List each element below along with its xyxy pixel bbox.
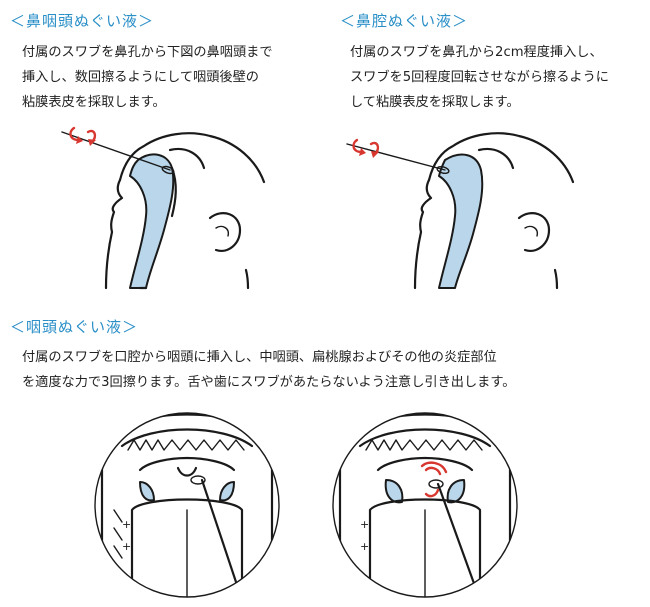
nasopharyngeal-heading: ＜鼻咽頭ぬぐい液＞ xyxy=(10,12,155,30)
instruction-line: 付属のスワブを鼻孔から2cm程度挿入し、 xyxy=(350,45,603,60)
pharyngeal-instructions: 付属のスワブを口腔から咽頭に挿入し、中咽頭、扁桃腺およびその他の炎症部位 を適度… xyxy=(22,345,515,395)
instruction-line: 粘膜表皮を採取します。 xyxy=(22,95,166,110)
nasal-cavity-heading: ＜鼻腔ぬぐい液＞ xyxy=(340,12,469,30)
instruction-line: を適度な力で3回擦ります。舌や歯にスワブがあたらないよう注意し引き出します。 xyxy=(22,375,516,390)
nasal-cavity-head-illustration xyxy=(346,132,575,290)
swab-icon xyxy=(436,482,482,597)
instruction-line: 付属のスワブを口腔から咽頭に挿入し、中咽頭、扁桃腺およびその他の炎症部位 xyxy=(22,350,497,365)
instruction-line: 挿入し、数回擦るようにして咽頭後壁の xyxy=(22,70,259,85)
head-outline xyxy=(427,132,575,184)
open-mouth-illustration-left: + + xyxy=(94,412,280,598)
swab-icon xyxy=(346,143,446,171)
pharyngeal-heading: ＜咽頭ぬぐい液＞ xyxy=(10,318,139,336)
nasal-cavity-instructions: 付属のスワブを鼻孔から2cm程度挿入し、 スワブを5回程度回転させながら擦るよう… xyxy=(350,40,609,115)
ear-icon xyxy=(517,212,551,252)
open-mouth-illustration-right: + + xyxy=(332,412,518,598)
rotation-arrow-icon xyxy=(69,126,97,146)
instruction-line: スワブを5回程度回転させながら擦るように xyxy=(350,70,609,85)
swab-rub-motion-icon xyxy=(420,461,448,498)
rotation-arrow-icon xyxy=(352,138,380,158)
nasopharyngeal-instructions: 付属のスワブを鼻孔から下図の鼻咽頭まで 挿入し、数回擦るようにして咽頭後壁の 粘… xyxy=(22,40,273,115)
svg-text:+: + xyxy=(360,518,369,531)
svg-text:+: + xyxy=(360,540,369,553)
swab-icon xyxy=(200,478,244,597)
instruction-line: 付属のスワブを鼻孔から下図の鼻咽頭まで xyxy=(22,45,273,60)
instruction-line: して粘膜表皮を採取します。 xyxy=(350,95,520,110)
nasopharyngeal-head-illustration xyxy=(61,126,266,290)
ear-icon xyxy=(208,212,242,252)
head-outline xyxy=(118,132,266,184)
svg-text:+: + xyxy=(122,518,131,531)
svg-text:+: + xyxy=(122,540,131,553)
